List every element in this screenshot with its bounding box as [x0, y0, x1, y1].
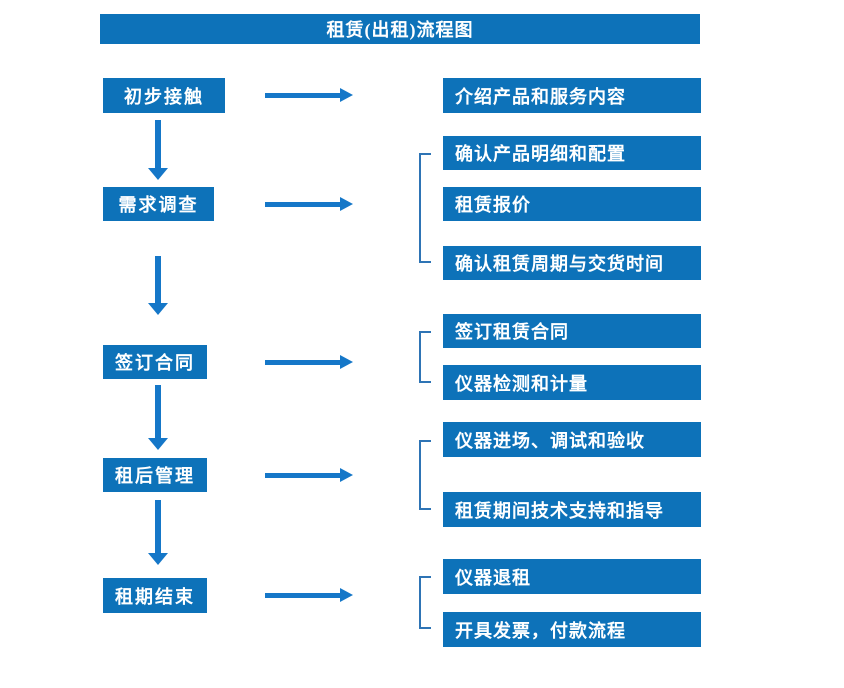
- detail-box-4-2: 租赁期间技术支持和指导: [443, 492, 701, 527]
- step-box-post-rental-management: 租后管理: [103, 458, 207, 492]
- group-bracket-2: [419, 153, 431, 263]
- step-box-demand-survey: 需求调查: [103, 187, 214, 221]
- group-bracket-4: [419, 440, 431, 510]
- step-box-initial-contact: 初步接触: [103, 78, 225, 113]
- right-arrow-3-icon: [265, 355, 353, 369]
- arrow-shaft: [155, 120, 161, 168]
- detail-box-2-1: 确认产品明细和配置: [443, 136, 701, 170]
- down-arrow-4-icon: [147, 500, 169, 565]
- arrow-shaft: [265, 472, 340, 478]
- arrow-shaft: [265, 201, 340, 207]
- group-bracket-5: [419, 576, 431, 629]
- arrow-head: [340, 355, 353, 369]
- arrow-head: [340, 88, 353, 102]
- down-arrow-2-icon: [147, 256, 169, 315]
- detail-box-3-2: 仪器检测和计量: [443, 365, 701, 400]
- arrow-head: [340, 588, 353, 602]
- arrow-head: [148, 303, 168, 315]
- arrow-head: [340, 197, 353, 211]
- detail-box-5-2: 开具发票，付款流程: [443, 612, 701, 647]
- arrow-shaft: [155, 385, 161, 438]
- step-box-sign-contract: 签订合同: [103, 345, 207, 379]
- right-arrow-2-icon: [265, 197, 353, 211]
- arrow-head: [340, 468, 353, 482]
- arrow-shaft: [265, 592, 340, 598]
- detail-box-4-1: 仪器进场、调试和验收: [443, 422, 701, 457]
- group-bracket-3: [419, 331, 431, 383]
- detail-box-2-3: 确认租赁周期与交货时间: [443, 246, 701, 280]
- detail-box-3-1: 签订租赁合同: [443, 314, 701, 348]
- arrow-head: [148, 553, 168, 565]
- detail-box-2-2: 租赁报价: [443, 187, 701, 221]
- arrow-head: [148, 168, 168, 180]
- detail-box-1-1: 介绍产品和服务内容: [443, 78, 701, 113]
- right-arrow-4-icon: [265, 468, 353, 482]
- down-arrow-1-icon: [147, 120, 169, 180]
- detail-box-5-1: 仪器退租: [443, 559, 701, 594]
- right-arrow-5-icon: [265, 588, 353, 602]
- arrow-shaft: [265, 92, 340, 98]
- down-arrow-3-icon: [147, 385, 169, 450]
- diagram-title: 租赁(出租)流程图: [100, 14, 700, 44]
- arrow-head: [148, 438, 168, 450]
- arrow-shaft: [265, 359, 340, 365]
- arrow-shaft: [155, 256, 161, 303]
- right-arrow-1-icon: [265, 88, 353, 102]
- arrow-shaft: [155, 500, 161, 553]
- step-box-lease-end: 租期结束: [103, 578, 207, 613]
